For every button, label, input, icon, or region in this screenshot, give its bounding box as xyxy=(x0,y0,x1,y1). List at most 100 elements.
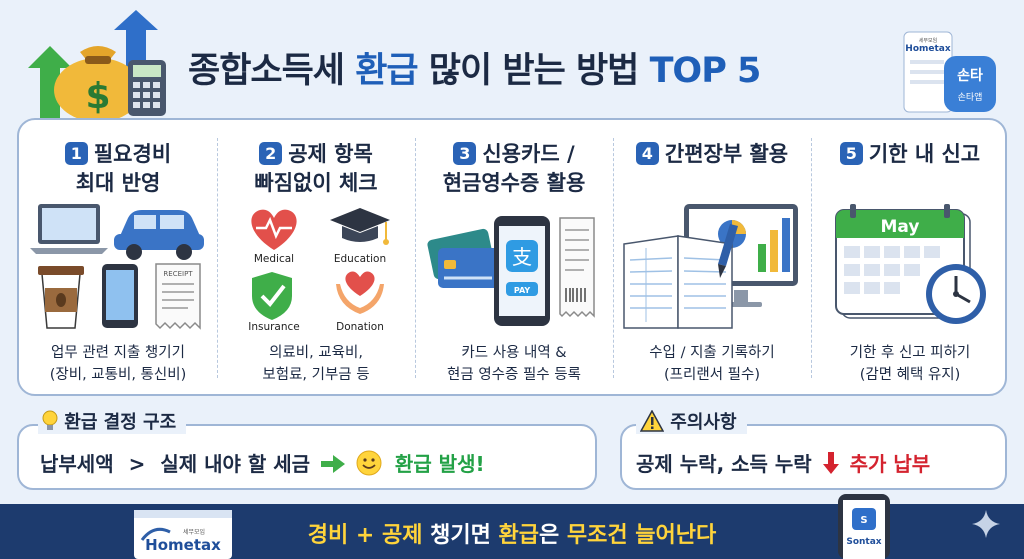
slogan-part-5: 무조건 늘어난다 xyxy=(566,523,717,548)
header: $ 종합소득세 환급 많이 받는 방법 TOP 5 세무모임 Hometax 손… xyxy=(0,0,1024,122)
step-caption: 카드 사용 내역 & 현금 영수증 필수 등록 xyxy=(415,342,613,386)
hometax-logo: 세무모임 Hometax xyxy=(134,510,232,559)
refund-structure-heading: 환급 결정 구조 xyxy=(38,408,187,434)
step-caption: 업무 관련 지출 챙기기 (장비, 교통비, 통신비) xyxy=(19,342,217,386)
sontax-app-label: 손타앱 xyxy=(958,91,983,103)
greater-than-symbol: > xyxy=(128,452,146,476)
calendar-clock-illustration: May xyxy=(835,204,986,324)
credit-card-icon xyxy=(427,228,500,288)
step-number-badge: 1 xyxy=(64,142,88,165)
open-ledger-book-icon xyxy=(623,235,733,329)
insurance-label: Insurance xyxy=(248,321,300,332)
receipt-icon: RECEIPT xyxy=(155,263,201,330)
coffee-cup-icon xyxy=(38,266,84,329)
medical-label: Medical xyxy=(254,253,294,265)
step-caption: 수입 / 지출 기록하기 (프리랜서 필수) xyxy=(613,342,811,386)
caution-omission-text: 공제 누락, 소득 누락 xyxy=(636,452,812,476)
sontax-footer-label: Sontax xyxy=(846,537,881,547)
step-caption-line-1: 수입 / 지출 기록하기 xyxy=(649,345,775,361)
step-caption-line-2: (프리랜서 필수) xyxy=(664,367,760,383)
title-top5: TOP 5 xyxy=(649,51,762,91)
step-title-line-2: 빠짐없이 체크 xyxy=(254,171,378,195)
hometax-app-label: Hometax xyxy=(905,44,951,54)
step-caption-line-2: (감면 혜택 유지) xyxy=(859,367,961,383)
step-caption-line-1: 기한 후 신고 피하기 xyxy=(849,345,971,361)
slogan-part-3: 환급 xyxy=(498,523,539,548)
step-title-line-1: 간편장부 활용 xyxy=(664,142,789,166)
refund-result-text: 환급 발생! xyxy=(394,452,485,476)
receipt-icon xyxy=(559,217,595,318)
warning-icon xyxy=(639,409,665,432)
step-caption: 의료비, 교육비, 보험료, 기부금 등 xyxy=(217,342,415,386)
step-caption-line-1: 카드 사용 내역 & xyxy=(461,345,567,361)
arrow-down-icon xyxy=(822,452,839,474)
step-number-badge: 5 xyxy=(839,142,863,165)
slogan-part-2: 챙기면 xyxy=(430,523,491,548)
step-title-line-1: 공제 항목 xyxy=(288,142,373,166)
hometax-app-small-text: 세무모임 xyxy=(919,37,937,44)
step-caption-line-1: 의료비, 교육비, xyxy=(269,345,363,361)
step-number-badge: 2 xyxy=(259,142,283,165)
sontax-phone-logo: S Sontax xyxy=(838,494,890,559)
divider xyxy=(415,138,416,378)
title-highlight: 환급 xyxy=(355,51,418,91)
footer-slogan: 경비 + 공제 챙기면 환급은 무조건 늘어난다 xyxy=(0,517,1024,549)
step-caption-line-2: 현금 영수증 필수 등록 xyxy=(447,367,581,383)
step-number-badge: 3 xyxy=(453,142,477,165)
sparkle-icon xyxy=(972,510,1000,538)
sontax-icon-text: 손타 xyxy=(957,68,983,84)
receipt-label: RECEIPT xyxy=(163,270,193,278)
shield-check-icon xyxy=(252,272,292,320)
footer-banner: 세무모임 Hometax 경비 + 공제 챙기면 환급은 무조건 늘어난다 S … xyxy=(0,494,1024,559)
arrow-right-icon xyxy=(320,454,345,473)
caution-result-text: 추가 납부 xyxy=(849,452,931,476)
refund-structure-title: 환급 결정 구조 xyxy=(64,412,177,433)
clock-icon xyxy=(926,264,986,324)
page-title: 종합소득세 환급 많이 받는 방법 TOP 5 xyxy=(188,42,762,93)
title-part-3: 많이 받는 방법 xyxy=(428,51,640,91)
svg-text:S: S xyxy=(860,515,867,526)
heart-pulse-icon xyxy=(251,209,297,250)
caution-title: 주의사항 xyxy=(670,412,737,433)
laptop-icon xyxy=(30,204,108,254)
step-title-line-1: 필요경비 xyxy=(93,142,172,166)
refund-structure-formula: 납부세액 > 실제 내야 할 세금 환급 발생! xyxy=(40,448,485,477)
hometax-footer-small-text: 세무모임 xyxy=(183,528,205,536)
step-number-badge: 4 xyxy=(635,142,659,165)
caution-text: 공제 누락, 소득 누락 추가 납부 xyxy=(636,448,930,477)
caution-heading: 주의사항 xyxy=(636,408,747,434)
tax-payable-text: 납부세액 xyxy=(40,452,114,476)
divider xyxy=(811,138,812,378)
refund-structure-box xyxy=(17,424,597,490)
smartphone-pay-icon: 支 PAY xyxy=(494,216,550,326)
donation-label: Donation xyxy=(336,321,384,332)
pen-icon xyxy=(718,224,738,278)
pay-label: PAY xyxy=(514,286,531,295)
divider xyxy=(217,138,218,378)
actual-tax-text: 실제 내야 할 세금 xyxy=(160,452,311,476)
deduction-icons-illustration: Medical Education Insurance Donation xyxy=(248,208,390,332)
smartphone-icon xyxy=(102,264,138,328)
slogan-part-1: 경비 + 공제 xyxy=(307,523,423,548)
ledger-monitor-illustration xyxy=(623,204,798,329)
step-title-line-2: 현금영수증 활용 xyxy=(442,171,586,195)
card-receipt-illustration: 支 PAY xyxy=(427,216,595,326)
smiley-icon xyxy=(356,450,382,476)
step-caption-line-1: 업무 관련 지출 챙기기 xyxy=(51,345,185,361)
hometax-footer-label: Hometax xyxy=(145,536,221,554)
graduation-cap-icon xyxy=(330,208,390,245)
step-caption-line-2: 보험료, 기부금 등 xyxy=(262,367,370,383)
education-label: Education xyxy=(334,253,386,265)
step-title-line-1: 기한 내 신고 xyxy=(868,142,981,166)
step-title-line-2: 최대 반영 xyxy=(75,171,161,195)
app-logos: 세무모임 Hometax 손타 손타앱 xyxy=(903,31,996,113)
divider xyxy=(613,138,614,378)
